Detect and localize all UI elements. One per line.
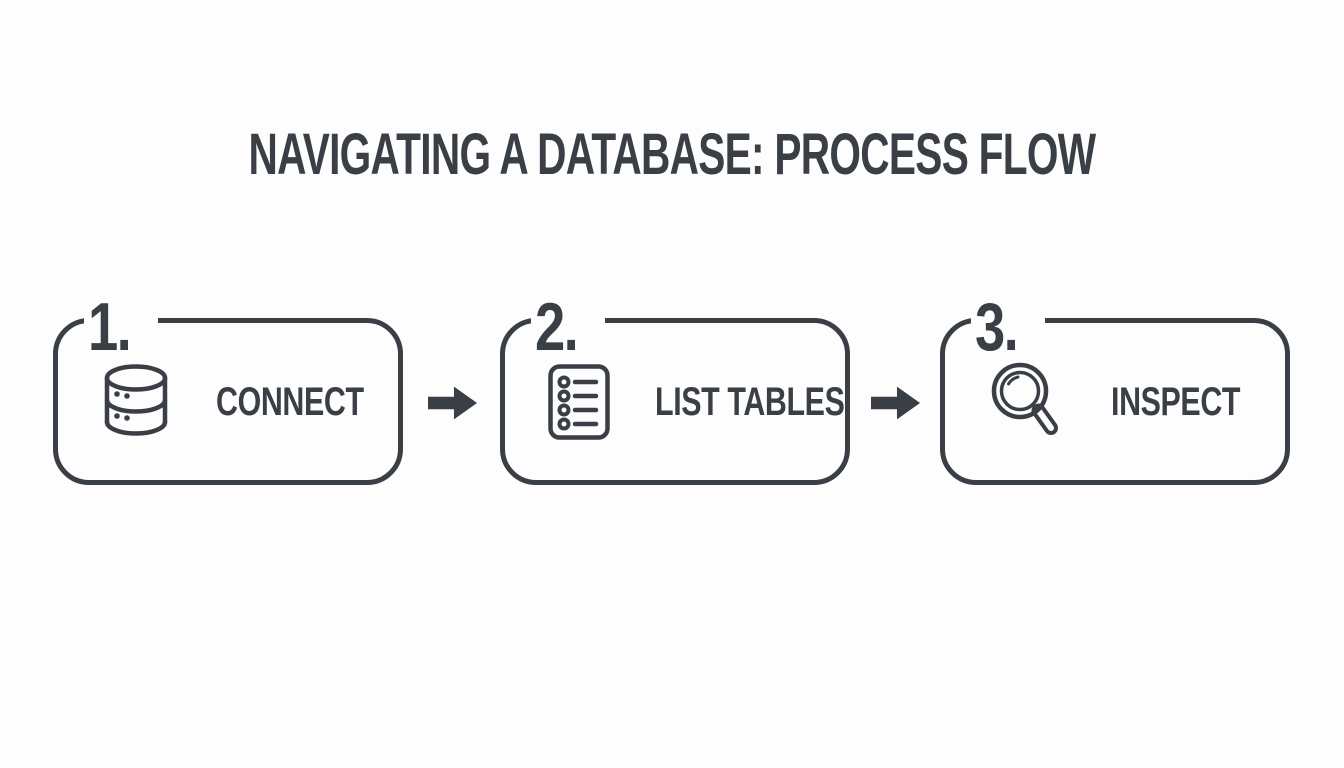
step-label: CONNECT [216,379,364,424]
arrow-right-icon [871,385,921,421]
database-icon [100,363,172,441]
step-content: LIST TABLES [505,323,845,480]
step-content: CONNECT [58,323,398,480]
page-title: NAVIGATING A DATABASE: PROCESS FLOW [0,126,1344,184]
border-gap [531,315,605,331]
border-gap [84,315,158,331]
step-box-inspect: 3. INSPECT [940,293,1290,485]
step-box-connect: 1. CONNECT [53,293,403,485]
page-title-text: NAVIGATING A DATABASE: PROCESS FLOW [248,122,1097,187]
border-gap [971,315,1045,331]
step-box-list-tables: 2. LIST TABLES [500,293,850,485]
step-label: INSPECT [1111,379,1241,424]
list-icon [547,363,611,441]
step-label: LIST TABLES [655,379,845,424]
arrow-right-icon [428,385,478,421]
step-number: 1. [88,289,132,365]
step-number: 3. [975,289,1019,365]
step-number: 2. [535,289,579,365]
step-content: INSPECT [945,323,1285,480]
magnifying-glass-icon [987,360,1067,444]
